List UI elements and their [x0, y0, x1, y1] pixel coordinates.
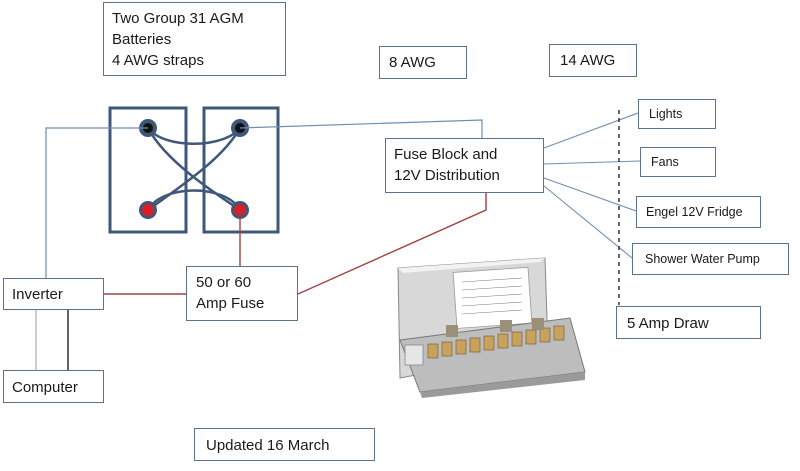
wire-to-pump	[543, 185, 633, 259]
strap-positive	[146, 189, 242, 211]
awg-8-text: 8 AWG	[389, 54, 436, 71]
batteries-line1: Two Group 31 AGM	[112, 10, 244, 27]
computer-box: Computer	[3, 370, 104, 403]
fuse-block-line2: 12V Distribution	[394, 167, 500, 184]
draw-label: 5 Amp Draw	[627, 315, 709, 332]
inverter-label: Inverter	[12, 286, 63, 303]
load-pump-label: Shower Water Pump	[645, 252, 760, 266]
awg-14-text: 14 AWG	[560, 52, 616, 69]
load-fans-label: Fans	[651, 155, 679, 169]
strap-cross-2	[147, 127, 242, 212]
strap-cross-1	[146, 127, 241, 212]
wire-negative-to-fuse-block	[239, 119, 483, 138]
fuse-block-box: Fuse Block and 12V Distribution	[385, 138, 544, 193]
wire-to-lights	[543, 112, 639, 149]
load-fridge-box: Engel 12V Fridge	[636, 196, 761, 228]
main-fuse-box: 50 or 60 Amp Fuse	[186, 266, 298, 321]
draw-box: 5 Amp Draw	[616, 306, 761, 339]
updated-box: Updated 16 March	[194, 428, 375, 461]
computer-label: Computer	[12, 379, 78, 396]
load-lights-box: Lights	[638, 99, 716, 129]
fuse-block-photo	[397, 257, 586, 398]
main-fuse-line1: 50 or 60	[196, 274, 252, 291]
load-lights-label: Lights	[649, 107, 683, 121]
load-pump-box: Shower Water Pump	[632, 243, 789, 275]
updated-label: Updated 16 March	[206, 437, 330, 454]
wire-to-fridge	[543, 177, 637, 212]
fuse-block-line1: Fuse Block and	[394, 146, 498, 163]
battery-2	[202, 106, 280, 234]
wire-to-fans	[543, 160, 641, 165]
main-fuse-line2: Amp Fuse	[196, 295, 265, 312]
strap-negative	[147, 127, 241, 145]
load-fans-box: Fans	[640, 147, 716, 177]
load-fridge-label: Engel 12V Fridge	[646, 205, 743, 219]
awg-14-label: 14 AWG	[549, 44, 637, 77]
batteries-line3: 4 AWG straps	[112, 52, 204, 69]
batteries-line2: Batteries	[112, 31, 172, 48]
wire-fuse-to-fuse-block	[297, 192, 487, 295]
wire-negative-to-inverter	[45, 127, 148, 278]
positive-terminal-1-core	[142, 204, 154, 216]
inverter-box: Inverter	[3, 278, 104, 310]
awg-8-label: 8 AWG	[379, 46, 467, 79]
batteries-label-box: Two Group 31 AGM Batteries 4 AWG straps	[103, 2, 286, 76]
